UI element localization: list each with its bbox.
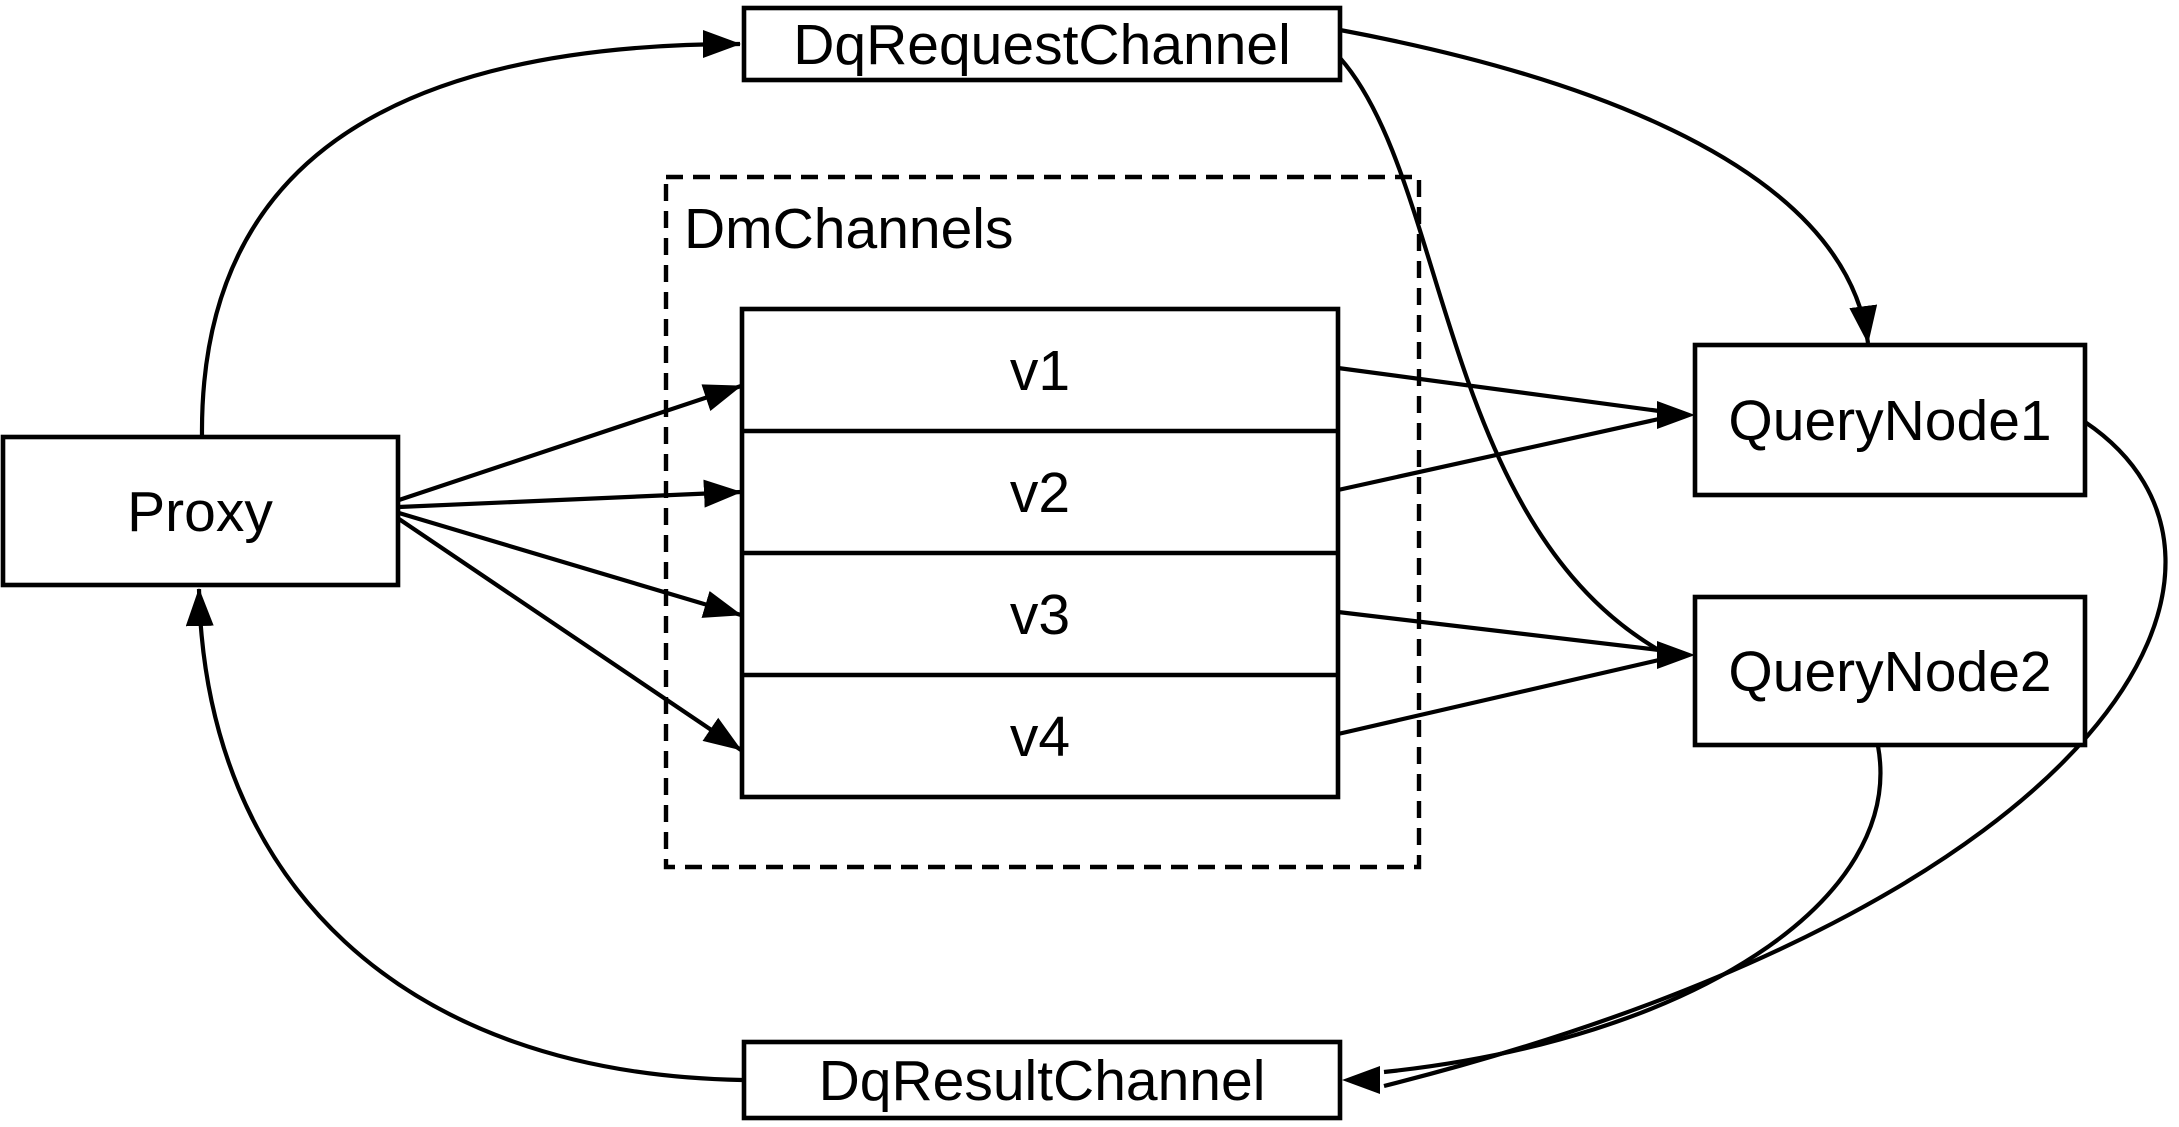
arrow-v1-to-querynode1	[1337, 365, 1660, 414]
dmchannels-group-box	[663, 174, 1422, 870]
edge-layer	[185, 27, 2168, 1094]
dmchannels-group-label: DmChannels	[684, 197, 1013, 261]
arrow-proxy-to-v4	[397, 517, 743, 752]
arrow-proxy-to-v3	[398, 510, 742, 618]
arrow-dqresultchannel-to-proxy	[185, 588, 743, 1083]
arrowhead-dqresultchannel-in	[1342, 1066, 1380, 1094]
arrow-dqrequestchannel-to-querynode2	[1338, 56, 1659, 651]
arrowhead-querynode2-in	[1657, 641, 1695, 669]
arrow-v2-to-querynode1	[1337, 416, 1660, 493]
node-dqresultchannel-label: DqResultChannel	[819, 1049, 1266, 1113]
arrow-querynode2-to-dqresultchannel	[1383, 745, 1883, 1075]
node-proxy-box	[0, 434, 401, 588]
arrow-proxy-to-v2	[398, 479, 742, 510]
arrow-querynode1-to-dqresultchannel	[1383, 420, 2168, 1089]
node-dqrequestchannel-label: DqRequestChannel	[793, 13, 1291, 77]
node-querynode1-label: QueryNode1	[1728, 389, 2051, 453]
channel-v1-label: v1	[1010, 339, 1070, 403]
channel-v3-label: v3	[1010, 583, 1070, 647]
node-dqrequestchannel-box	[741, 5, 1343, 83]
channel-v4-label: v4	[1010, 705, 1070, 769]
arrowhead-querynode1-in	[1657, 401, 1695, 429]
node-querynode2-box	[1692, 594, 2088, 748]
node-dqresultchannel-box	[741, 1039, 1343, 1121]
node-querynode1-box	[1692, 342, 2088, 498]
arrow-dqrequestchannel-to-querynode1	[1339, 27, 1878, 344]
arrow-v3-to-querynode2	[1337, 609, 1660, 653]
arrow-proxy-to-dqrequestchannel	[199, 30, 741, 437]
channel-v2-label: v2	[1010, 461, 1070, 525]
node-layer: DqRequestChannel v1 v2 v3 v4 Proxy Query…	[0, 5, 2088, 1121]
node-proxy-label: Proxy	[127, 480, 273, 544]
arrow-v4-to-querynode2	[1337, 657, 1660, 737]
arrow-proxy-to-v1	[398, 384, 742, 502]
node-querynode2-label: QueryNode2	[1728, 640, 2051, 704]
